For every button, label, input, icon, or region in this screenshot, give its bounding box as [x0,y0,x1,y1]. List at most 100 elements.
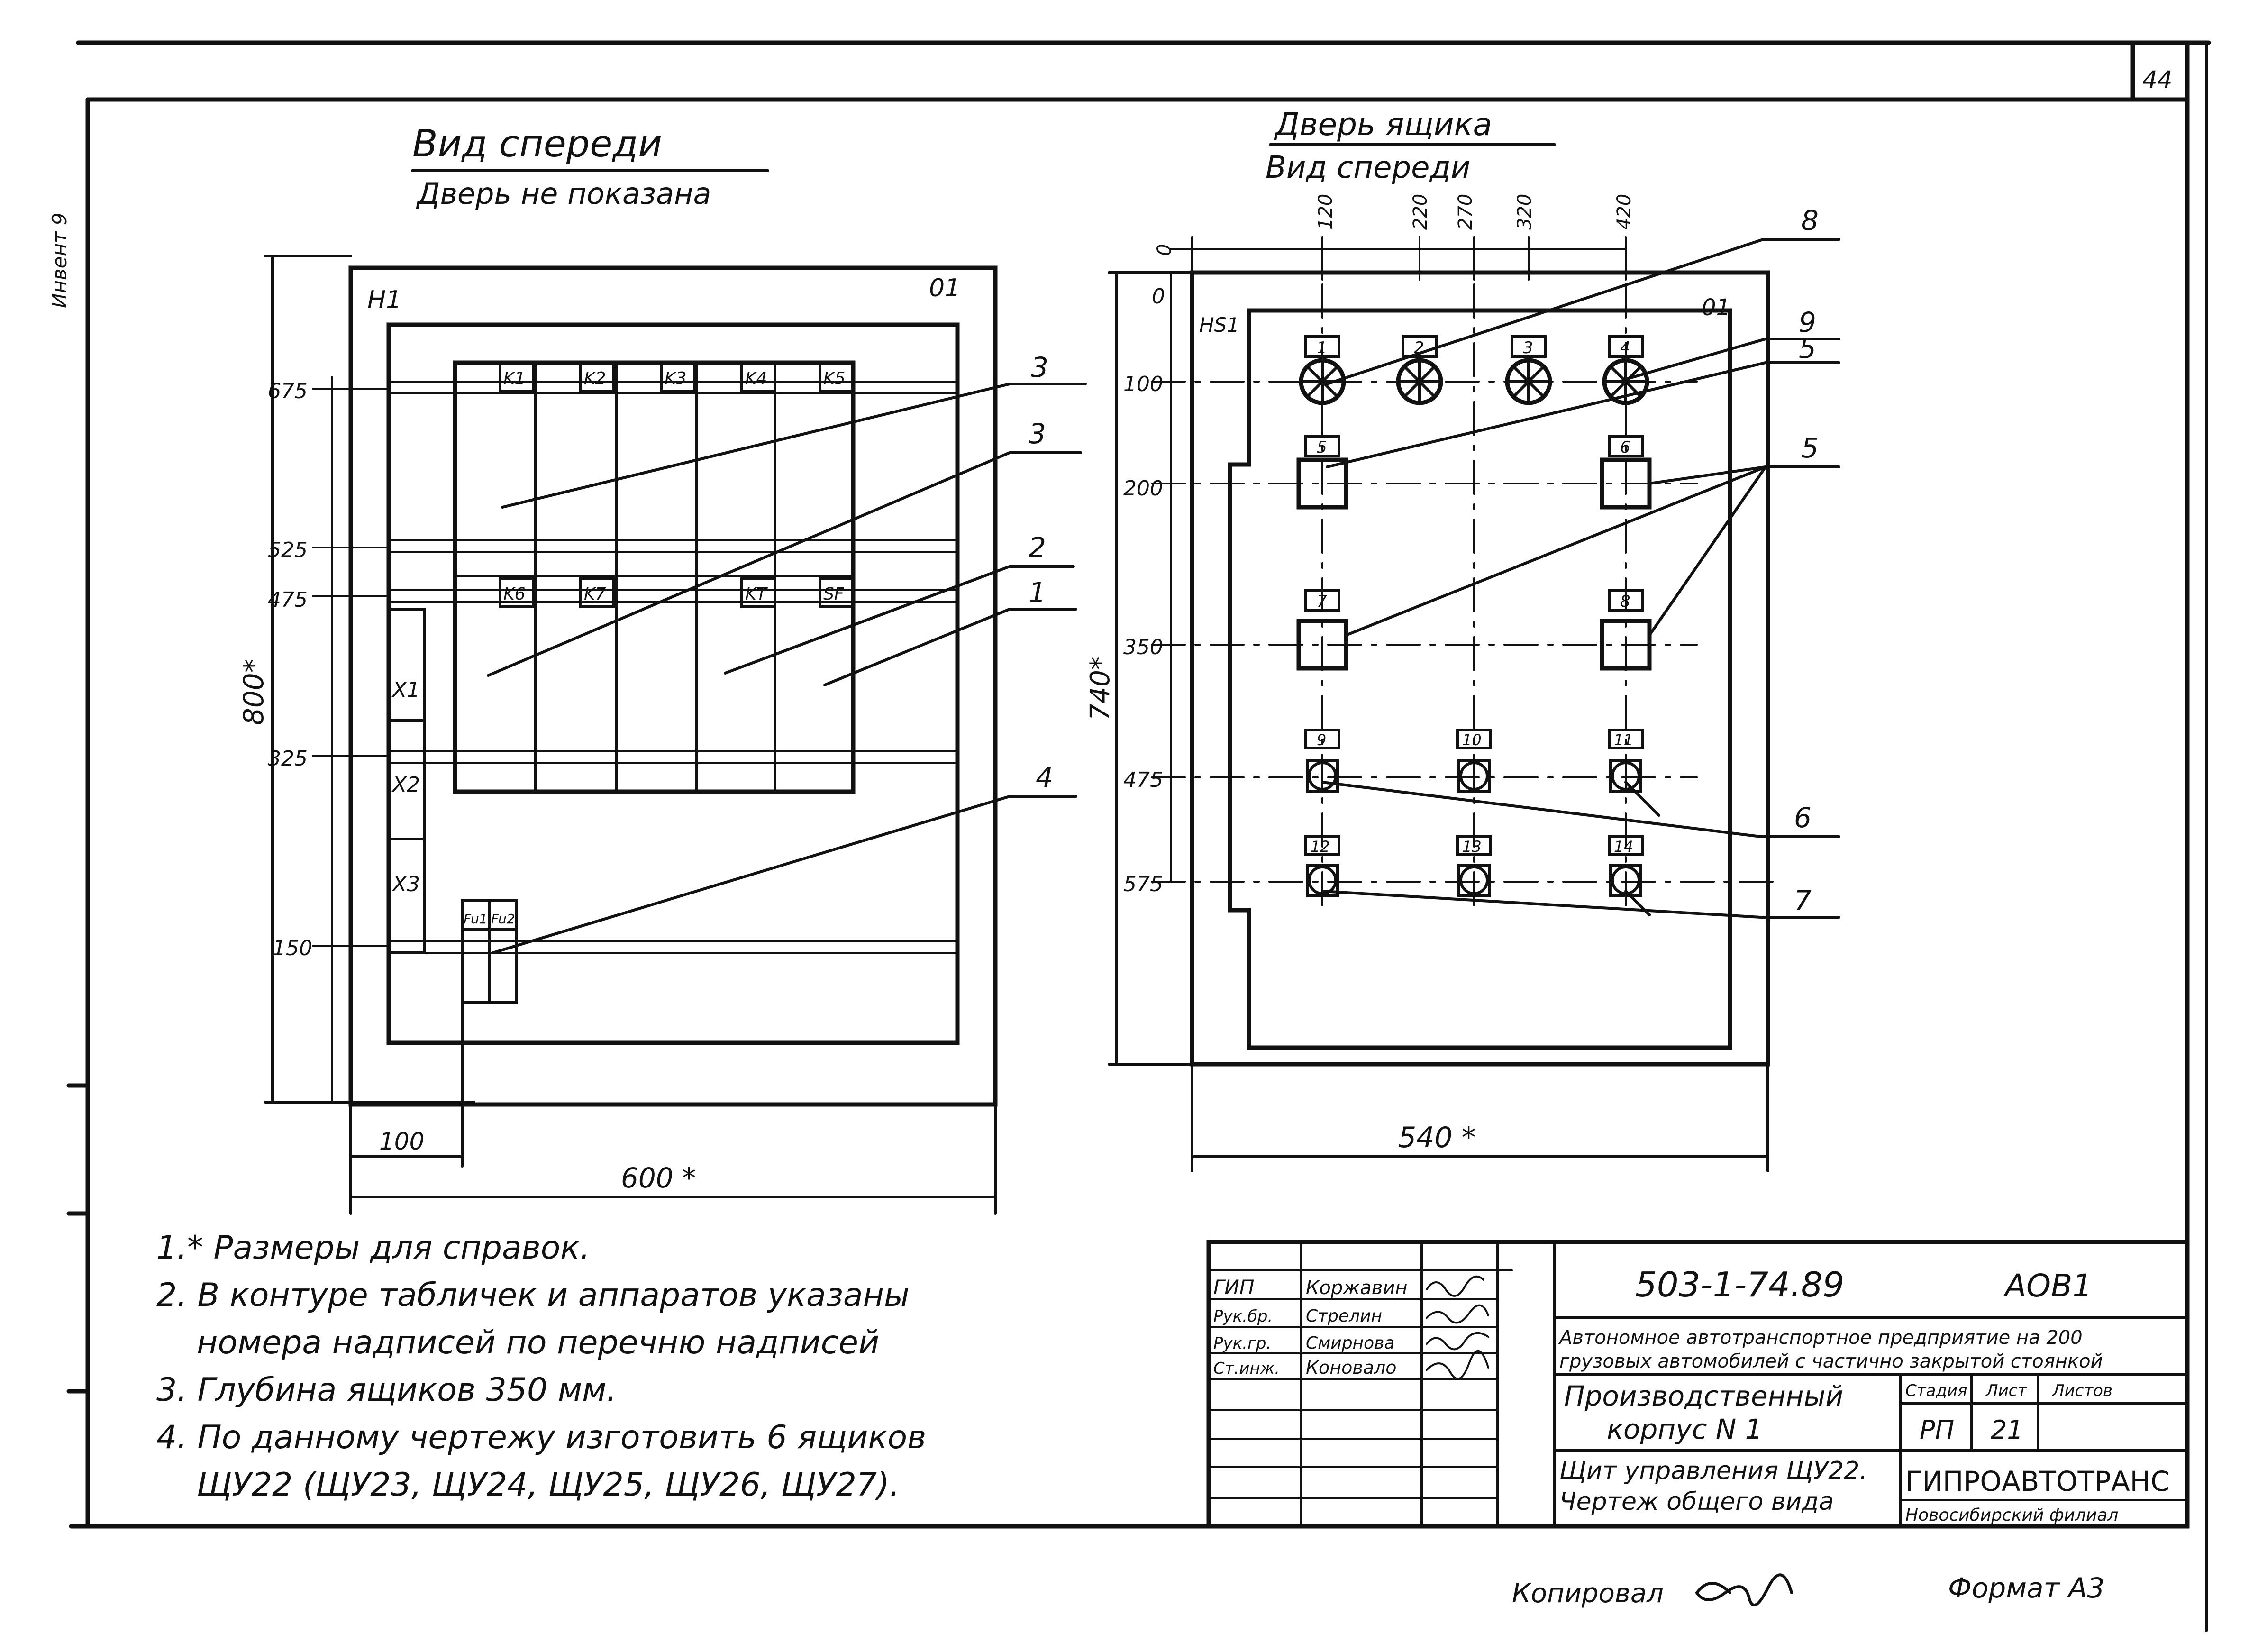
tag-sf: SF [823,584,845,604]
left-vertical-dimensions: 675 525 475 325 150 800* [237,255,475,1104]
plate-13: 13 [1462,838,1482,856]
left-bottom-dimensions: 100 600 * [349,1001,997,1215]
top-row-tags: K1 K2 K3 K4 K5 [499,361,855,392]
note-4: 4. По данному чертежу изготовить 6 ящико… [156,1419,926,1456]
signal-lamps: 1 2 3 4 [1299,335,1649,405]
plate-6: 6 [1620,438,1630,457]
callout-5b: 5 [1801,432,1819,464]
tag-k2: K2 [584,369,606,388]
left-corner-h1: H1 [367,286,401,314]
callout-4: 4 [1036,761,1053,794]
terminal-x3: X3 [391,872,420,896]
left-view: Вид спереди Дверь не показана H1 01 [237,123,1087,1215]
dim-100: 100 [379,1128,424,1155]
sig-role-2: Рук.бр. [1213,1307,1273,1326]
general-notes: 1.* Размеры для справок. 2. В контуре та… [156,1229,926,1504]
fuse-fu1: Fu1 [464,911,488,927]
callout-6: 6 [1794,802,1812,834]
right-view-title: Дверь ящика [1274,106,1492,143]
middle-row-tags: K6 K7 KT SF [499,577,855,608]
page-number: 44 [2142,66,2173,93]
terminal-block: X1 X2 X3 [387,608,426,954]
sig-role-1: ГИП [1213,1276,1254,1299]
tag-kt: KT [745,584,768,604]
plate-5: 5 [1317,438,1327,457]
org-name: ГИПРОАВТОТРАНС [1905,1465,2170,1497]
sig-name-3: Смирнова [1306,1333,1394,1353]
tag-k4: K4 [745,369,767,388]
terminal-x2: X2 [391,773,420,797]
sig-role-3: Рук.гр. [1213,1334,1271,1353]
sig-name-4: Коновало [1306,1357,1397,1378]
object-line-1: Производственный [1564,1380,1843,1412]
tag-k5: K5 [823,369,846,388]
tag-k6: K6 [503,584,526,604]
dim-325: 325 [268,747,308,771]
terminal-x1: X1 [391,678,420,702]
note-2-cont: номера надписей по перечню надписей [197,1324,879,1361]
sheet-header: Лист [1985,1381,2027,1400]
drawing-line-2: Чертеж общего вида [1559,1488,1834,1516]
left-view-title: Вид спереди [412,123,662,165]
callout-1: 1 [1029,576,1046,609]
drawing-line-1: Щит управления ЩУ22. [1559,1457,1867,1485]
callout-2: 2 [1029,531,1046,564]
callout-7: 7 [1794,885,1812,917]
plate-7: 7 [1317,592,1327,611]
vdim-100: 100 [1123,372,1163,396]
plate-3: 3 [1523,338,1533,357]
stage-value: РП [1920,1415,1954,1445]
dim-540: 540 * [1398,1121,1476,1154]
top-dim-420: 420 [1613,194,1635,230]
overall-height-740: 740* [1085,657,1116,721]
fuse-block: Fu1 Fu2 [461,899,518,1004]
doc-code: 503-1-74.89 [1635,1265,1844,1305]
vdim-350: 350 [1123,635,1163,659]
title-block: ГИП Коржавин Рук.бр. Стрелин Рук.гр. Сми… [1206,1240,2190,1529]
right-corner-hs1: HS1 [1199,313,1239,337]
center-lines [1151,283,1774,911]
object-line-2: корпус N 1 [1607,1413,1763,1445]
org-branch: Новосибирский филиал [1905,1506,2118,1525]
control-buttons: 5 6 7 8 [1296,435,1652,671]
plate-8: 8 [1620,592,1630,611]
din-rails [388,381,958,954]
vdim-575: 575 [1123,872,1163,896]
top-dimensions: 0 120 220 270 320 420 [1154,194,1635,281]
vdim-200: 200 [1123,476,1163,501]
stage-header: Стадия [1905,1381,1967,1400]
top-dim-320: 320 [1514,194,1536,230]
top-dim-120: 120 [1315,194,1337,230]
right-view-subtitle: Вид спереди [1266,150,1470,185]
selector-switches: 9 10 11 12 13 14 [1304,729,1644,897]
callout-8: 8 [1801,204,1819,237]
project-line-1: Автономное автотранспортное предприятие … [1558,1327,2083,1349]
right-callouts: 8 9 5 5 6 7 [1321,204,1840,919]
sheets-header: Листов [2051,1381,2112,1400]
left-view-subtitle: Дверь не показана [416,176,711,211]
dim-600: 600 * [621,1162,696,1194]
plate-12: 12 [1311,838,1330,856]
right-vertical-dimensions: 0 100 200 350 475 575 740* [1085,271,1193,1066]
fuse-fu2: Fu2 [491,911,515,927]
vdim-0: 0 [1152,284,1165,309]
plate-4: 4 [1620,338,1630,357]
project-line-2: грузовых автомобилей с частично закрытой… [1559,1351,2103,1372]
dim-525: 525 [268,538,308,562]
tag-k7: K7 [584,584,606,604]
plate-14: 14 [1614,838,1633,856]
callout-3b: 3 [1029,418,1046,450]
margin-label: Инвент 9 [48,213,71,308]
dim-475: 475 [268,588,308,612]
top-dim-270: 270 [1455,194,1476,230]
left-corner-01: 01 [929,274,960,302]
tag-k3: K3 [665,369,687,388]
note-1: 1.* Размеры для справок. [156,1229,590,1267]
plate-1: 1 [1317,338,1327,357]
right-view: Дверь ящика Вид спереди 0 120 220 270 32… [1085,106,1840,1172]
callout-3a: 3 [1031,351,1048,383]
overall-height-800: 800* [237,659,270,725]
plate-9: 9 [1317,731,1326,749]
tag-k1: K1 [503,369,526,388]
